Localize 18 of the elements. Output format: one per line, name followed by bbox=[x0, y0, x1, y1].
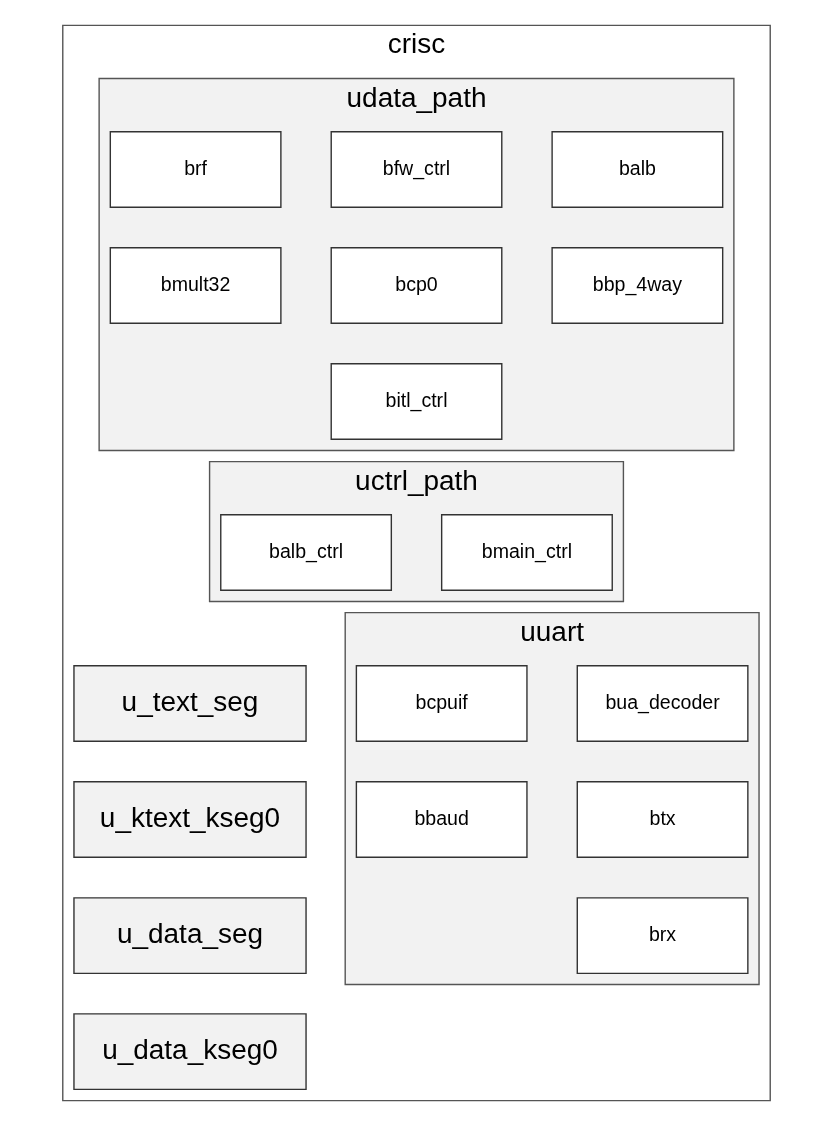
node-box: balb bbox=[550, 131, 723, 208]
node-box: u_ktext_kseg0 bbox=[72, 781, 307, 858]
node-box: bcpuif bbox=[355, 665, 528, 742]
node-box: u_data_seg bbox=[72, 897, 307, 975]
node-box: bitl_ctrl bbox=[330, 363, 502, 440]
node-box: btx bbox=[576, 781, 749, 858]
node-box: bfw_ctrl bbox=[330, 131, 502, 208]
node-box: bua_decoder bbox=[576, 665, 749, 742]
node-box: bbp_4way bbox=[550, 247, 723, 324]
node-box: bcp0 bbox=[330, 247, 502, 324]
node-box: bbaud bbox=[355, 781, 528, 858]
node-box: balb_ctrl bbox=[219, 514, 392, 591]
node-box: u_data_kseg0 bbox=[72, 1013, 307, 1091]
node-box: bmult32 bbox=[109, 247, 282, 324]
node-box: brf bbox=[109, 131, 282, 208]
node-box: bmain_ctrl bbox=[440, 514, 613, 591]
node-box: u_text_seg bbox=[72, 665, 307, 742]
node-box: brx bbox=[576, 897, 749, 975]
